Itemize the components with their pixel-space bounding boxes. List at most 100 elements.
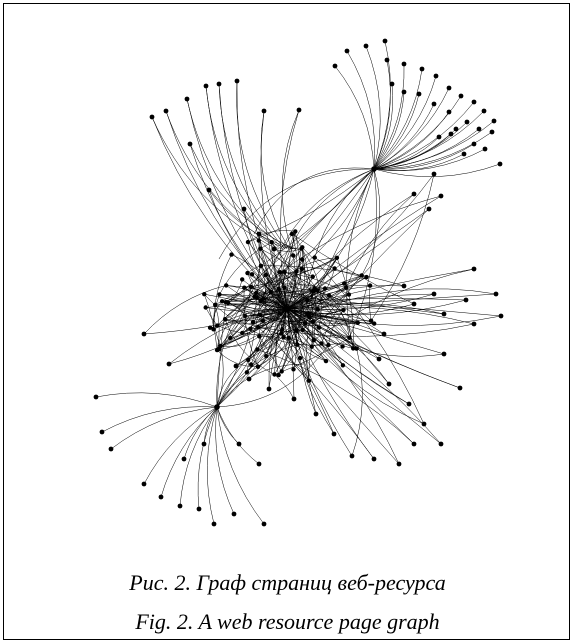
graph-node	[282, 285, 287, 290]
graph-edge	[216, 406, 260, 465]
graph-node	[261, 108, 267, 114]
graph-edge	[248, 308, 288, 380]
graph-node	[436, 134, 442, 140]
graph-edge	[203, 406, 218, 445]
graph-node	[489, 129, 495, 135]
graph-node	[256, 461, 262, 467]
graph-edge	[291, 233, 415, 305]
graph-node	[240, 330, 245, 336]
graph-node	[386, 381, 392, 387]
graph-node	[411, 441, 417, 447]
graph-edge	[328, 295, 385, 335]
graph-node	[99, 429, 105, 435]
graph-edge	[247, 333, 282, 361]
figure-caption-en: Fig. 2. A web resource page graph	[135, 609, 440, 634]
graph-edge	[373, 93, 420, 170]
graph-edge	[253, 167, 375, 235]
web-page-graph	[93, 38, 504, 527]
graph-edge	[256, 168, 375, 298]
graph-node	[258, 263, 264, 268]
graph-edge	[314, 168, 375, 258]
graph-node	[166, 361, 172, 367]
graph-node	[158, 494, 164, 500]
graph-node	[203, 305, 208, 310]
graph-node	[367, 283, 373, 288]
graph-node	[313, 411, 319, 417]
graph-node	[346, 292, 352, 297]
graph-node	[315, 307, 320, 312]
graph-node	[311, 338, 316, 343]
graph-edge	[308, 268, 335, 314]
graph-edge	[373, 68, 423, 170]
graph-node	[319, 341, 324, 346]
graph-edge	[286, 308, 400, 465]
graph-edge	[218, 168, 375, 260]
graph-edge	[286, 308, 327, 362]
graph-node	[234, 78, 240, 84]
graph-node	[312, 255, 317, 260]
graph-edge	[143, 285, 227, 335]
graph-node	[257, 334, 262, 339]
graph-edge	[373, 131, 493, 170]
graph-node	[225, 300, 231, 306]
graph-node	[299, 257, 305, 262]
graph-node	[389, 81, 395, 87]
graph-edge	[286, 231, 296, 310]
graph-edge	[302, 247, 313, 347]
graph-node	[293, 229, 298, 234]
graph-node	[306, 378, 312, 383]
graph-node	[283, 305, 291, 313]
graph-node	[203, 83, 209, 89]
graph-node	[464, 119, 470, 125]
graph-node	[263, 272, 269, 277]
graph-edge	[110, 406, 218, 450]
graph-edge	[230, 168, 375, 339]
graph-node	[215, 323, 220, 328]
graph-node	[241, 206, 247, 212]
graph-node	[291, 367, 296, 372]
graph-edge	[236, 80, 288, 310]
graph-node	[363, 43, 369, 49]
graph-edge	[286, 308, 353, 457]
graph-edge	[370, 173, 435, 321]
graph-edge	[263, 168, 375, 299]
graph-node	[341, 307, 346, 313]
graph-edge	[255, 292, 335, 435]
graph-node	[271, 246, 277, 252]
graph-node	[261, 296, 266, 301]
graph-edge	[224, 195, 442, 320]
graph-node	[282, 269, 287, 275]
graph-node	[240, 277, 245, 282]
graph-edge	[302, 247, 425, 425]
graph-node	[300, 327, 305, 333]
graph-node	[419, 66, 425, 72]
graph-edge	[346, 168, 375, 349]
graph-node	[340, 344, 345, 349]
graph-node	[368, 318, 374, 323]
graph-node	[233, 363, 239, 369]
graph-edge	[216, 265, 262, 351]
graph-edge	[247, 168, 375, 243]
graph-edge	[346, 50, 375, 170]
graph-node	[216, 81, 222, 87]
graph-edge	[257, 349, 415, 445]
graph-node	[438, 193, 444, 199]
graph-edge	[216, 314, 309, 351]
graph-edge	[186, 98, 282, 250]
graph-node	[401, 61, 407, 67]
graph-edge	[286, 173, 435, 310]
graph-node	[396, 461, 402, 467]
graph-node	[213, 302, 218, 307]
graph-node	[246, 376, 252, 382]
graph-edge	[286, 285, 405, 310]
graph-edge	[286, 193, 415, 310]
graph-edge	[224, 319, 275, 375]
graph-node	[431, 171, 437, 177]
graph-node	[249, 272, 255, 277]
graph-node	[302, 321, 308, 326]
graph-node	[299, 246, 304, 251]
graph-edge	[286, 303, 445, 315]
graph-node	[255, 347, 260, 352]
graph-edge	[373, 128, 480, 170]
graph-node	[217, 292, 222, 297]
